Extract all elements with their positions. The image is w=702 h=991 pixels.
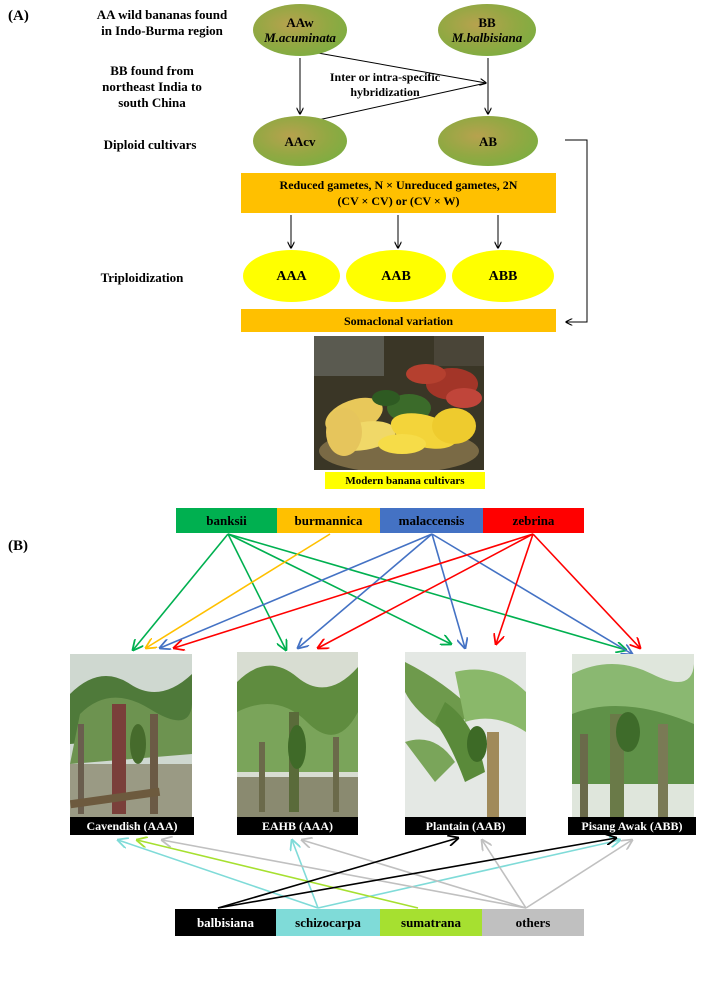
others-to-plantain-arrow xyxy=(482,840,527,909)
eahb-photo xyxy=(237,652,358,818)
node-bb: BB M.balbisiana xyxy=(438,4,536,56)
wild-bananas-line1: AA wild bananas found xyxy=(96,7,228,22)
modern-cultivars-caption: Modern banana cultivars xyxy=(325,472,485,489)
bb-origin-label: BB found from northeast India to south C… xyxy=(82,63,222,111)
species-banksii: banksii xyxy=(176,508,277,533)
species-others: others xyxy=(482,909,584,936)
balbisiana-to-plantain-arrow xyxy=(217,838,458,909)
banksii-to-pisang-arrow xyxy=(227,533,626,650)
banksii-to-cavendish-arrow xyxy=(133,533,229,650)
zebrina-to-cavendish-arrow xyxy=(174,533,534,648)
node-ab: AB xyxy=(438,116,538,166)
zebrina-to-plantain-arrow xyxy=(496,533,534,644)
plantain-photo xyxy=(405,652,526,818)
hybridization-label: Inter or intra-specific hybridization xyxy=(300,70,470,100)
node-aaa: AAA xyxy=(243,250,340,302)
zebrina-to-eahb-arrow xyxy=(318,533,534,648)
others-to-pisang-arrow xyxy=(525,840,632,909)
panel-a-label: (A) xyxy=(8,8,29,24)
pisang-awak-plant-illustration xyxy=(572,654,694,818)
species-burmannica: burmannica xyxy=(277,508,380,533)
node-aab: AAB xyxy=(346,250,446,302)
aacv-to-hybrid-line xyxy=(317,82,487,121)
cultivar-pisang-awak-label: Pisang Awak (ABB) xyxy=(568,817,696,835)
gametes-box: Reduced gametes, N × Unreduced gametes, … xyxy=(241,173,556,213)
bb-origin-line3: south China xyxy=(118,95,186,110)
sumatrana-to-cavendish-arrow xyxy=(137,840,419,909)
node-aaw-species: M.acuminata xyxy=(264,30,336,45)
malaccensis-to-cavendish-arrow xyxy=(160,533,433,648)
species-malaccensis: malaccensis xyxy=(380,508,483,533)
node-bb-genome: BB xyxy=(478,15,496,30)
malaccensis-to-plantain-arrow xyxy=(431,533,465,648)
hybridization-line2: hybridization xyxy=(350,85,420,99)
species-sumatrana: sumatrana xyxy=(380,909,482,936)
cavendish-photo xyxy=(70,654,192,817)
aaw-to-hybrid-arrow xyxy=(317,52,486,83)
schizocarpa-to-eahb-arrow xyxy=(292,840,319,909)
plantain-plant-illustration xyxy=(405,652,526,818)
species-balbisiana: balbisiana xyxy=(175,909,276,936)
panel-b-label: (B) xyxy=(8,538,28,554)
species-schizocarpa: schizocarpa xyxy=(276,909,380,936)
pisang-awak-photo xyxy=(572,654,694,818)
cultivar-cavendish-label: Cavendish (AAA) xyxy=(70,817,194,835)
banana-bunch-illustration xyxy=(314,336,484,470)
others-to-cavendish-arrow xyxy=(162,840,527,909)
zebrina-to-pisang-arrow xyxy=(532,533,640,648)
node-aaw-genome: AAw xyxy=(286,15,314,30)
wild-bananas-line2: in Indo-Burma region xyxy=(101,23,223,38)
burmannica-to-cavendish-arrow xyxy=(146,533,331,648)
node-abb: ABB xyxy=(452,250,554,302)
somaclonal-box: Somaclonal variation xyxy=(241,309,556,332)
bb-origin-line2: northeast India to xyxy=(102,79,202,94)
node-bb-species: M.balbisiana xyxy=(451,30,523,45)
cavendish-plant-illustration xyxy=(70,654,192,817)
somaclonal-feedback-arrow xyxy=(565,139,588,322)
gametes-line1: Reduced gametes, N × Unreduced gametes, … xyxy=(279,178,518,192)
wild-bananas-label: AA wild bananas found in Indo-Burma regi… xyxy=(62,7,262,39)
banksii-to-plantain-arrow xyxy=(227,533,451,644)
gametes-line2: (CV × CV) or (CV × W) xyxy=(337,194,460,208)
diploid-label: Diploid cultivars xyxy=(103,137,197,152)
bb-origin-line1: BB found from xyxy=(110,63,194,78)
balbisiana-to-pisang-arrow xyxy=(217,838,616,909)
modern-banana-photo xyxy=(314,336,484,470)
malaccensis-to-pisang-arrow xyxy=(431,533,632,654)
cultivar-plantain-label: Plantain (AAB) xyxy=(405,817,526,835)
node-aaw: AAw M.acuminata xyxy=(253,4,347,56)
node-aacv: AAcv xyxy=(253,116,347,166)
species-zebrina: zebrina xyxy=(483,508,584,533)
cultivar-eahb-label: EAHB (AAA) xyxy=(237,817,358,835)
banksii-to-eahb-arrow xyxy=(227,533,286,650)
hybridization-line1: Inter or intra-specific xyxy=(329,70,441,84)
eahb-plant-illustration xyxy=(237,652,358,818)
malaccensis-to-eahb-arrow xyxy=(298,533,433,648)
triploid-label: Triploidization xyxy=(100,270,184,285)
